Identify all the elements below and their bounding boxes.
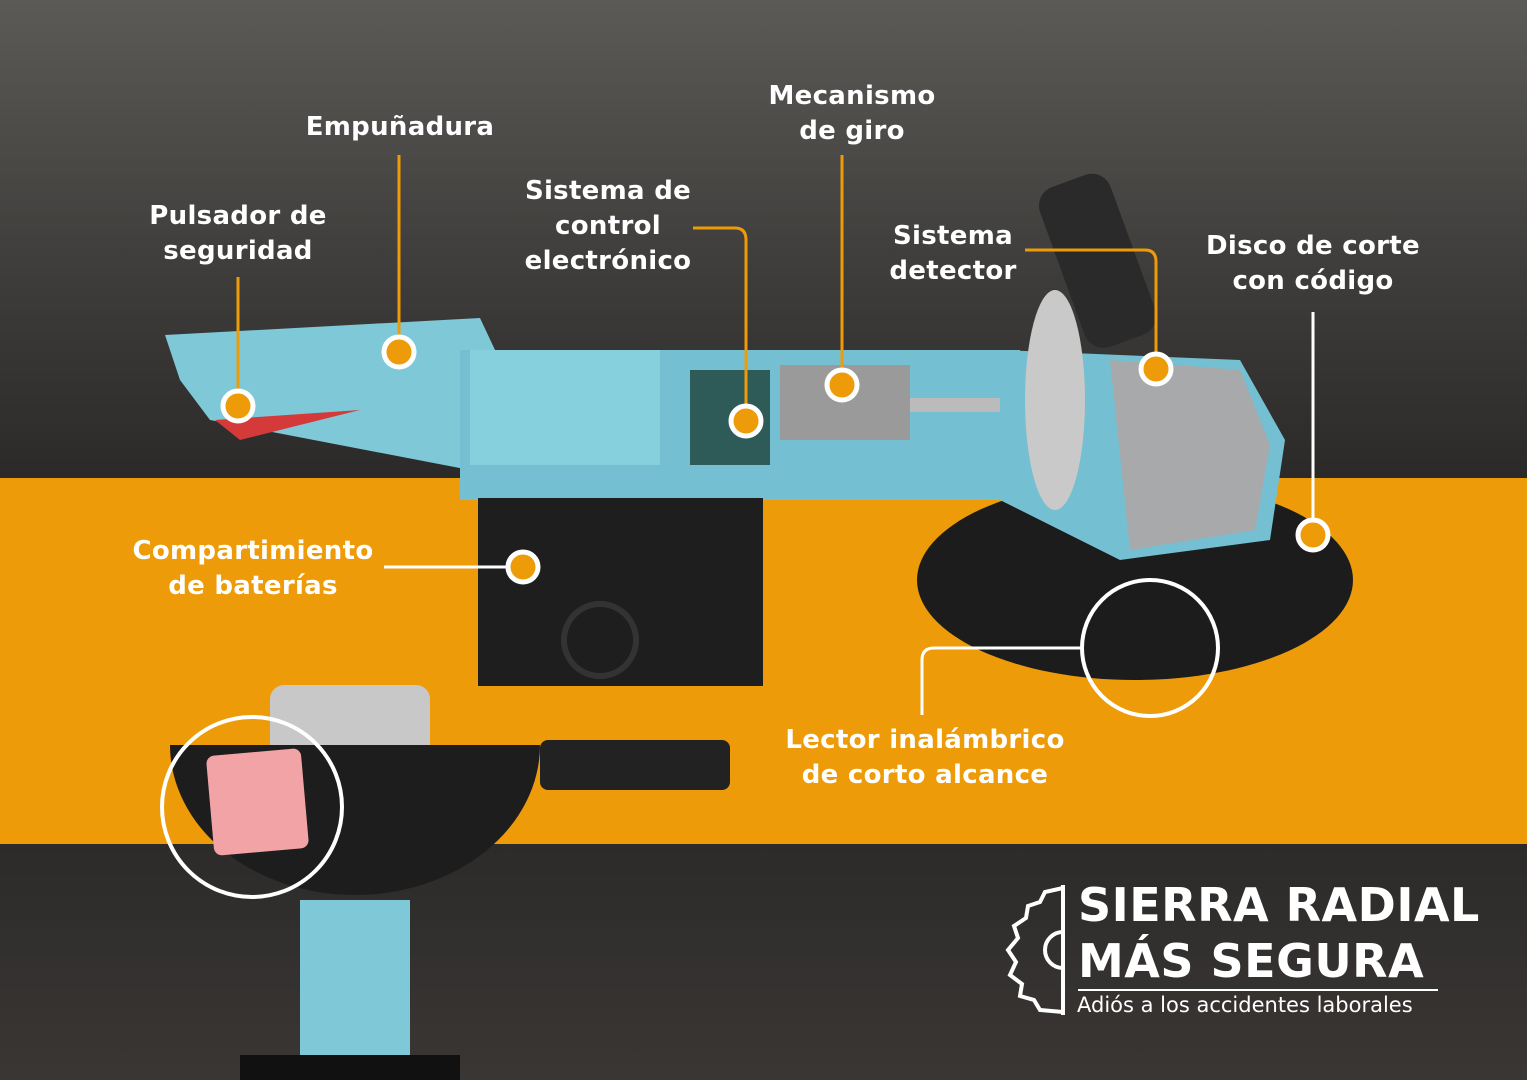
cutting-disc	[1025, 290, 1085, 510]
logo-divider	[1078, 989, 1438, 991]
dot-baterias	[505, 549, 541, 585]
body-top	[470, 350, 660, 465]
side-handle	[1038, 173, 1157, 348]
saw-blade-icon	[1005, 885, 1065, 1015]
dot-detector	[1138, 351, 1174, 387]
battery-compartment	[478, 498, 763, 686]
bottom-background	[0, 844, 1527, 1080]
shaft	[910, 398, 1020, 412]
dot-disco	[1295, 517, 1331, 553]
nfc-module	[206, 748, 309, 856]
dot-giro	[824, 367, 860, 403]
dot-pulsador	[220, 388, 256, 424]
handle-rod	[540, 740, 730, 790]
logo-title-line2: MÁS SEGURA	[1078, 934, 1425, 988]
lower-handle	[300, 900, 410, 1080]
logo-title-line1: SIERRA RADIAL	[1078, 878, 1480, 932]
callout-dots	[220, 334, 1331, 585]
dot-empunadura	[381, 334, 417, 370]
nfc-highlight-circle	[160, 715, 344, 899]
handle	[165, 318, 495, 470]
label-empunadura: Empuñadura	[305, 112, 495, 142]
dot-control	[728, 403, 764, 439]
logo-tagline: Adiós a los accidentes laborales	[1077, 993, 1413, 1017]
safety-trigger	[215, 410, 360, 440]
